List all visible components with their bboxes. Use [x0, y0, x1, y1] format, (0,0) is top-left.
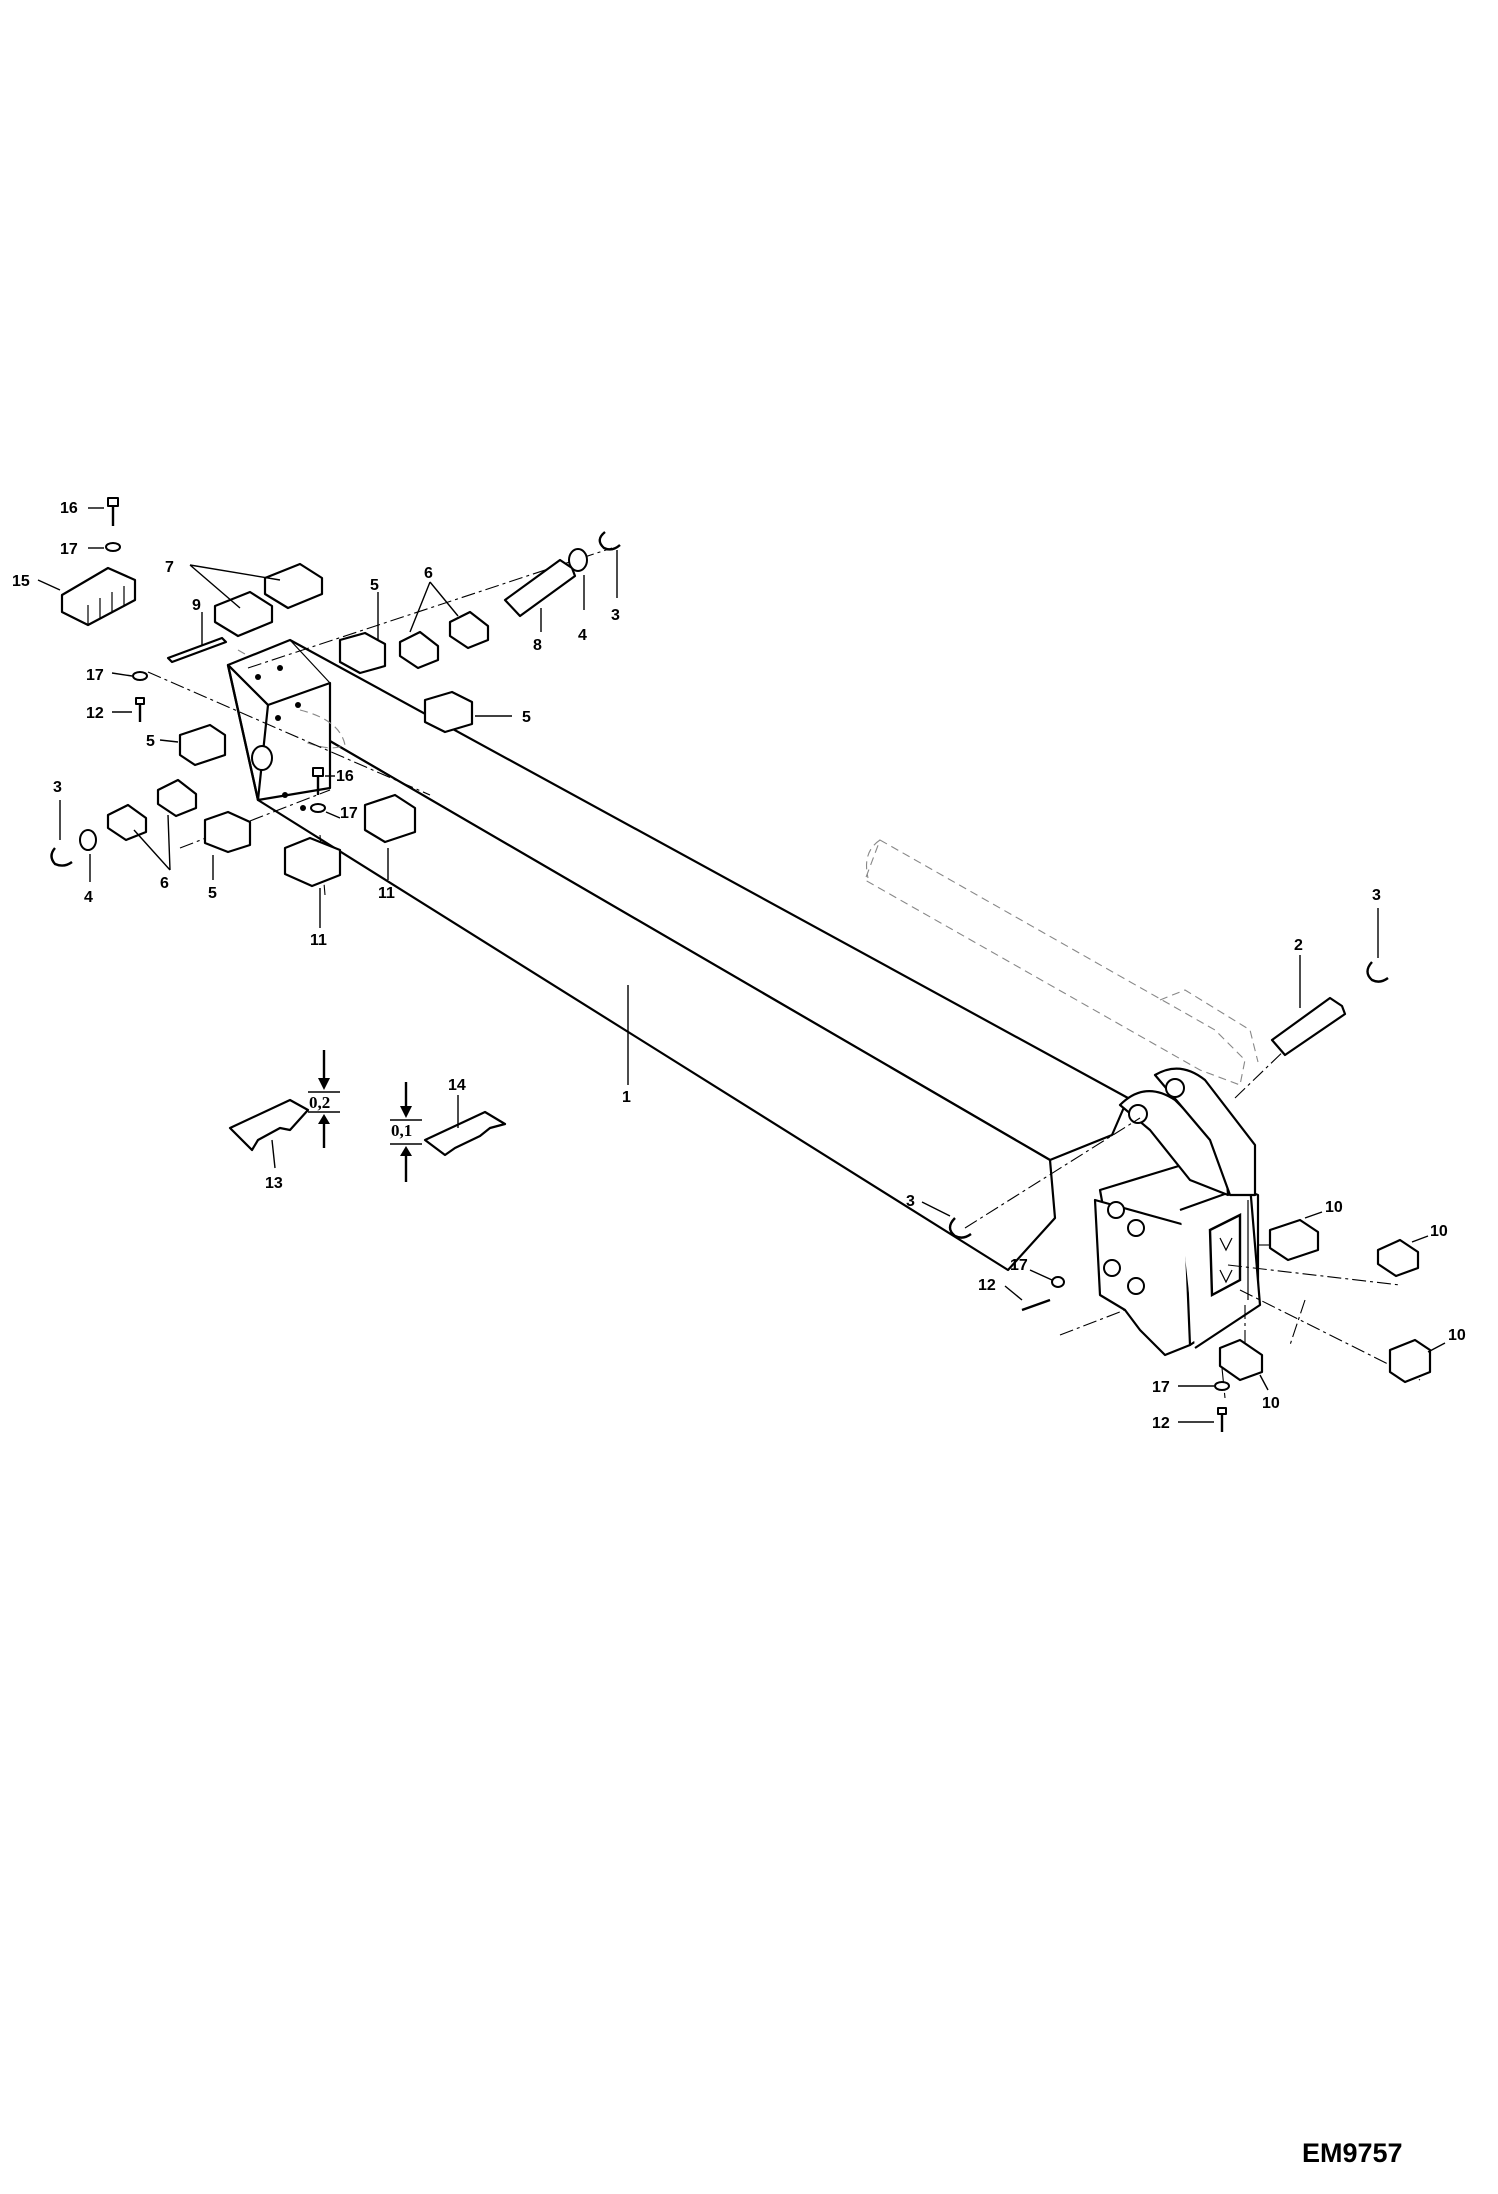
label-7: 7	[165, 559, 174, 576]
boom-part-1	[226, 638, 1130, 1272]
label-16: 16	[60, 500, 78, 517]
label-12: 12	[86, 705, 104, 722]
label-16: 16	[336, 768, 354, 785]
leader-lines	[37, 507, 1446, 1423]
label-2: 2	[1294, 937, 1303, 954]
label-1: 1	[622, 1089, 631, 1106]
label-5: 5	[522, 709, 531, 726]
label-17: 17	[60, 541, 78, 558]
tolerance-0-1: 0,1	[391, 1121, 412, 1140]
part-number-labels: 16 17 15 7 9 5 6 8 4 3 5 17 12 5 16 17 3…	[12, 500, 1466, 1432]
label-5: 5	[370, 577, 379, 594]
label-5: 5	[208, 885, 217, 902]
label-17: 17	[340, 805, 358, 822]
label-11: 11	[310, 932, 327, 949]
label-10: 10	[1448, 1327, 1466, 1344]
label-13: 13	[265, 1175, 283, 1192]
shim-tolerances: 0,2 0,1	[309, 1093, 412, 1140]
label-3: 3	[1372, 887, 1381, 904]
tolerance-0-2: 0,2	[309, 1093, 330, 1112]
label-12: 12	[1152, 1415, 1170, 1432]
label-17: 17	[86, 667, 104, 684]
label-6: 6	[424, 565, 433, 582]
label-3: 3	[611, 607, 620, 624]
label-4: 4	[84, 889, 93, 906]
label-8: 8	[533, 637, 542, 654]
label-12: 12	[978, 1277, 996, 1294]
small-parts	[50, 497, 1432, 1432]
label-6: 6	[160, 875, 169, 892]
label-10: 10	[1430, 1223, 1448, 1240]
label-4: 4	[578, 627, 587, 644]
label-3: 3	[53, 779, 62, 796]
label-17: 17	[1152, 1379, 1170, 1396]
label-3: 3	[906, 1193, 915, 1210]
boom-end-bracket	[1093, 1067, 1262, 1357]
label-15: 15	[12, 573, 30, 590]
label-11: 11	[378, 885, 395, 902]
label-10: 10	[1262, 1395, 1280, 1412]
label-9: 9	[192, 597, 201, 614]
label-10: 10	[1325, 1199, 1343, 1216]
label-5: 5	[146, 733, 155, 750]
label-14: 14	[448, 1077, 466, 1094]
drawing-code: EM9757	[1302, 2138, 1403, 2168]
label-17: 17	[1010, 1257, 1028, 1274]
